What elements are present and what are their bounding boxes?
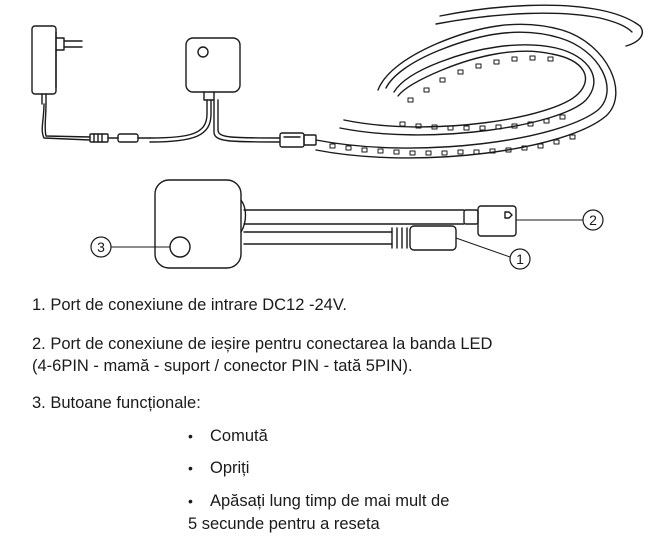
controller-detail [154, 179, 517, 269]
bullet-text: Comută [210, 427, 268, 445]
power-adapter [31, 25, 91, 141]
callout-2-label: 2 [589, 212, 597, 228]
strip-plug [279, 132, 317, 148]
output-connector [477, 205, 517, 237]
bullet-text: Apăsați lung timp de mai mult de [210, 492, 450, 510]
callout-circles [90, 209, 604, 270]
callout-1-label: 1 [516, 251, 524, 267]
bullet-continuation: 5 secunde pentru a reseta [188, 515, 380, 533]
product-diagram: 2 1 3 [31, 4, 644, 270]
callout-3-circle [90, 236, 112, 258]
function-button [169, 236, 191, 258]
callout-1-circle [509, 248, 531, 270]
bullet-item: • Opriți [188, 458, 249, 479]
input-connector [409, 225, 457, 251]
controller-top [149, 37, 281, 143]
bullet-dot: • [188, 428, 193, 444]
legend-item-2-line1: 2. Port de conexiune de ieșire pentru co… [32, 335, 493, 353]
dc-barrel-connector [89, 133, 151, 143]
legend-item-3: 3. Butoane funcționale: [32, 394, 201, 412]
bullet-dot: • [188, 493, 193, 509]
bullet-item: • Comută [188, 426, 268, 447]
bullet-text: Opriți [210, 459, 250, 477]
bullet-dot: • [188, 460, 193, 476]
callout-3-label: 3 [97, 239, 105, 255]
led-strip-coil [315, 4, 644, 159]
callout-leaders [110, 219, 584, 258]
bullet-item: • Apăsați lung timp de mai mult de [188, 491, 449, 512]
legend-item-2-line2: (4-6PIN - mamă - suport / conector PIN -… [32, 357, 413, 375]
legend-item-1: 1. Port de conexiune de intrare DC12 -24… [32, 296, 347, 314]
callout-2-circle [582, 209, 604, 231]
